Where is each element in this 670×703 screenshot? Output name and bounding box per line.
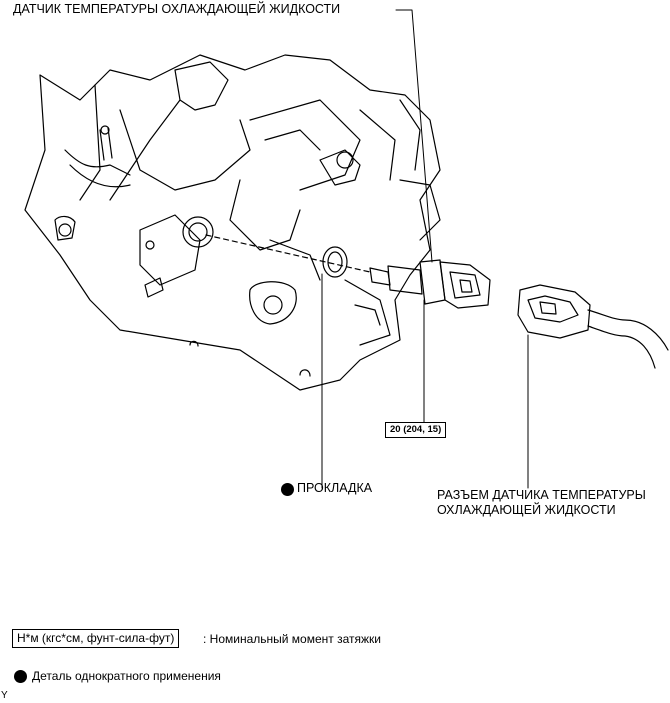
gasket-label: ПРОКЛАДКА: [297, 481, 373, 495]
single-use-legend-icon: [14, 670, 27, 683]
engine-block: [24, 54, 441, 391]
connector-label-line1: РАЗЪЕМ ДАТЧИКА ТЕМПЕРАТУРЫ: [437, 488, 646, 502]
torque-legend-desc: : Номинальный момент затяжки: [203, 632, 381, 646]
single-use-marker-icon: [281, 483, 294, 496]
gasket-ring: [322, 246, 348, 278]
torque-value: 20 (204, 15): [385, 422, 447, 438]
single-use-legend-text: Деталь однократного применения: [32, 669, 221, 683]
connector-label-line2: ОХЛАЖДАЮЩЕЙ ЖИДКОСТИ: [437, 503, 616, 517]
insertion-axis: [205, 234, 371, 273]
temperature-sensor: [369, 259, 491, 309]
leader-lines: [321, 9, 529, 489]
sensor-label: ДАТЧИК ТЕМПЕРАТУРЫ ОХЛАЖДАЮЩЕЙ ЖИДКОСТИ: [13, 2, 341, 16]
torque-legend-units: Н*м (кгс*см, фунт-сила-фут): [12, 629, 180, 648]
sensor-connector: [517, 284, 669, 369]
corner-code: Y: [1, 690, 8, 701]
